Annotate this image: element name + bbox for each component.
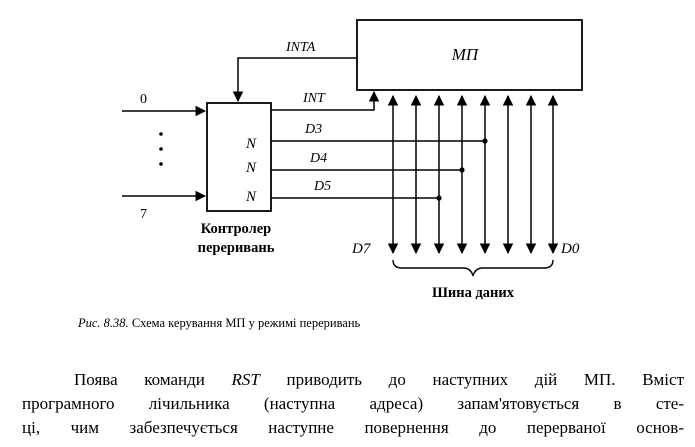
d5-label: D5 bbox=[313, 179, 331, 194]
inta-line bbox=[232, 57, 357, 103]
paragraph-line-1: Поява команди RST приводить до наступних… bbox=[22, 368, 684, 392]
paragraph-text-a: Поява команди bbox=[74, 370, 232, 389]
int-line bbox=[271, 90, 380, 111]
n-label-2: N bbox=[245, 160, 257, 176]
n-label-3: N bbox=[245, 189, 257, 205]
data-bus bbox=[387, 94, 559, 255]
figure-caption-text: Схема керування МП у режимі переривань bbox=[128, 316, 361, 330]
input-label-7: 7 bbox=[140, 207, 147, 222]
controller-block bbox=[206, 102, 272, 212]
int-label: INT bbox=[302, 91, 326, 106]
paragraph-line-2: програмного лічильника (наступна адреса)… bbox=[22, 394, 684, 413]
interrupt-diagram: МП N N N INTA INT 0 7 D3 D4 D5 D7 D0 Шин… bbox=[122, 19, 583, 301]
n-label-1: N bbox=[245, 136, 257, 152]
bus-brace bbox=[392, 259, 554, 277]
mp-label: МП bbox=[451, 45, 480, 64]
paragraph-line-3: ці, чим забезпечується наступне повернен… bbox=[22, 418, 684, 437]
controller-label-1: Контролер bbox=[201, 221, 271, 237]
body-paragraph: Поява команди RST приводить до наступних… bbox=[22, 368, 684, 440]
mp-block bbox=[356, 19, 583, 91]
rst-term: RST bbox=[231, 370, 260, 389]
figure-caption: Рис. 8.38. Схема керування МП у режимі п… bbox=[78, 316, 360, 331]
bus-label-d7: D7 bbox=[351, 241, 372, 257]
input-dot-3 bbox=[159, 162, 163, 166]
figure-number: Рис. 8.38. bbox=[78, 316, 129, 330]
input-dot-2 bbox=[159, 147, 163, 151]
paragraph-text-b: приводить до наступних дій МП. Вміст bbox=[259, 370, 685, 389]
input-label-0: 0 bbox=[140, 92, 147, 107]
d3-label: D3 bbox=[304, 122, 322, 137]
d4-label: D4 bbox=[309, 151, 327, 166]
controller-label-2: переривань bbox=[198, 240, 275, 256]
bus-label: Шина даних bbox=[432, 285, 515, 301]
input-dot-1 bbox=[159, 132, 163, 136]
inta-label: INTA bbox=[285, 40, 316, 55]
bus-label-d0: D0 bbox=[560, 241, 580, 257]
